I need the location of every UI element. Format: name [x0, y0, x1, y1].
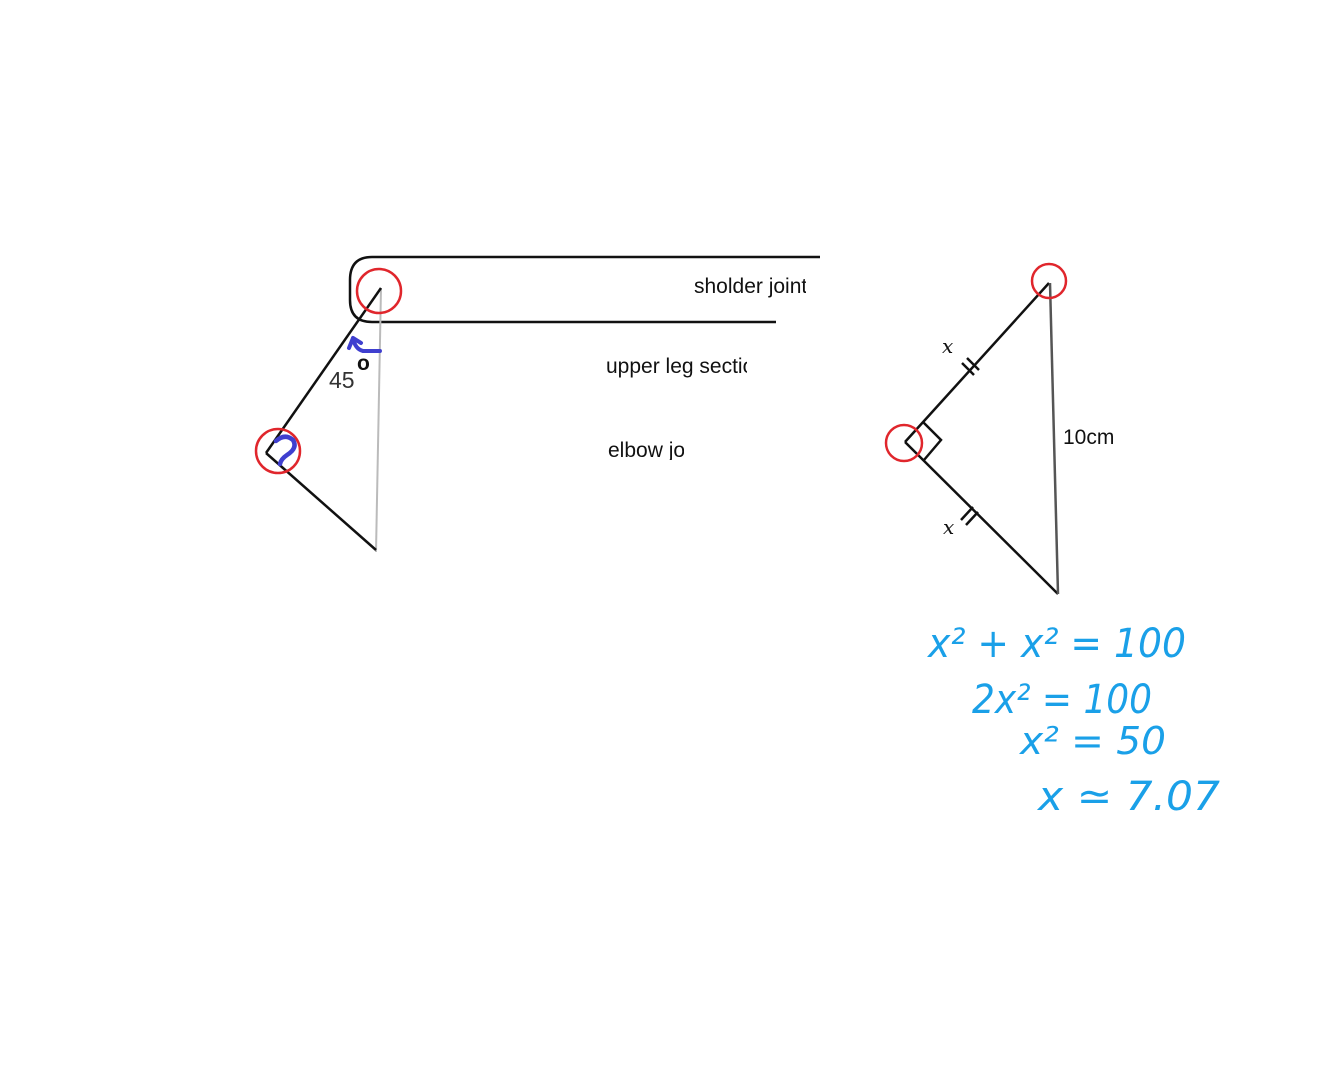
upper-segment-line [264, 287, 383, 454]
lower-segment-line [265, 452, 377, 551]
handwritten-line-3: x² = 50 [1019, 719, 1166, 763]
tick-marks-lower [960, 506, 979, 526]
handwritten-line-2: 2x² = 100 [972, 677, 1152, 723]
apex-circle [1030, 262, 1068, 300]
angle-label: 45 [329, 367, 355, 393]
elbow-joint-circle [254, 427, 302, 475]
tick-marks-upper [961, 357, 980, 376]
left-diagram [254, 255, 820, 553]
hypotenuse-label: 10cm [1063, 426, 1115, 449]
side-label-top: x [942, 334, 953, 358]
right-angle-marker [922, 421, 943, 461]
elbow-joint-label: elbow joint [608, 439, 684, 460]
shoulder-joint-outline [348, 255, 820, 324]
handwritten-line-1: x² + x² = 100 [926, 621, 1186, 667]
vertical-guide-line [375, 287, 382, 553]
right-diagram: x x [884, 262, 1068, 595]
shoulder-joint-label: sholder joint [694, 275, 806, 298]
handwritten-line-4: x ≃ 7.07 [1036, 774, 1221, 820]
side-label-bottom: x [943, 515, 954, 539]
upper-leg-label: upper leg section [606, 355, 747, 378]
handwritten-work: x² + x² = 100 2x² = 100 x² = 50 x ≃ 7.07 [926, 621, 1220, 820]
shoulder-joint-circle [355, 267, 403, 315]
right-angle-circle [884, 423, 924, 463]
question-mark-annotation [273, 434, 297, 467]
degree-mark: o [357, 352, 370, 375]
triangle-upper-leg [904, 282, 1050, 443]
triangle-lower-leg [904, 441, 1059, 595]
angle-arrow-annotation [347, 336, 382, 353]
triangle-hypotenuse [1048, 282, 1060, 595]
